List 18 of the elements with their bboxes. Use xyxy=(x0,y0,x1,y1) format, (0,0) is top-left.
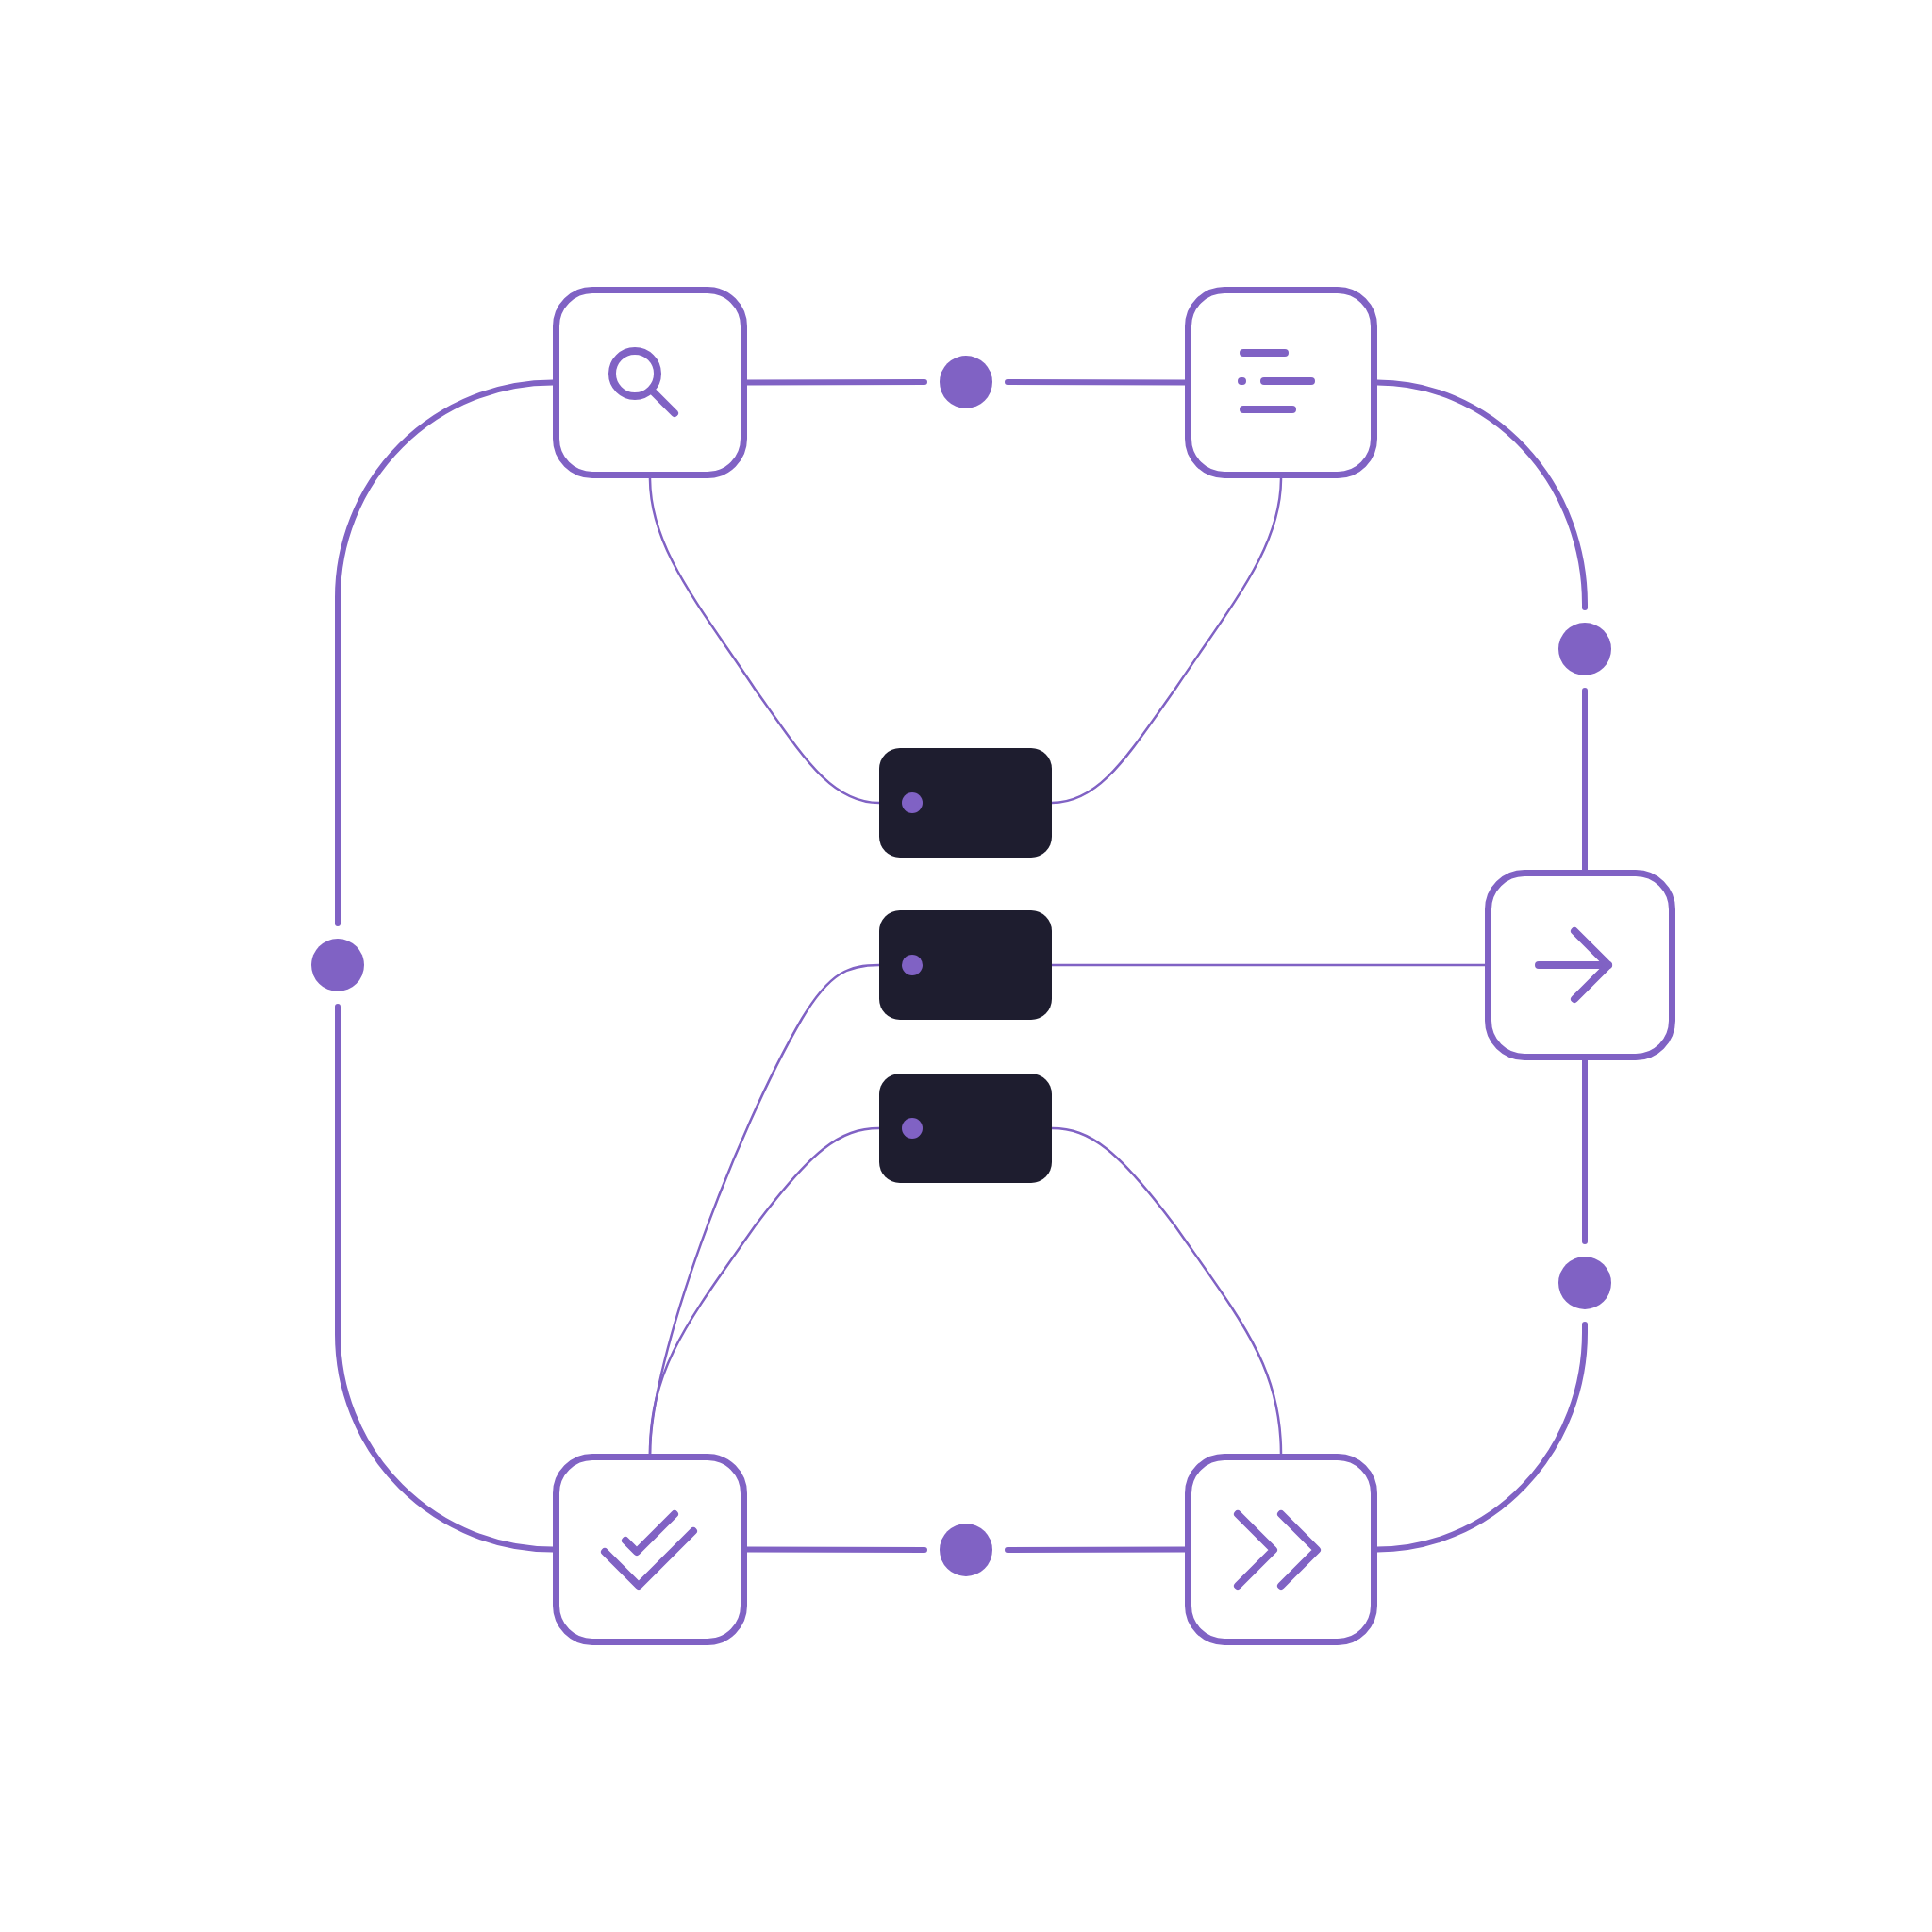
icon-tile xyxy=(553,287,747,478)
connector-line xyxy=(648,1126,881,1456)
connector-line xyxy=(648,476,881,805)
connector-dot xyxy=(940,356,992,408)
icon-tile xyxy=(553,1454,747,1645)
connector-line xyxy=(1050,963,1487,967)
dark-block xyxy=(879,748,1052,858)
dark-block xyxy=(879,1074,1052,1183)
connector-dot xyxy=(1558,1257,1611,1309)
icon-tile xyxy=(1485,870,1675,1060)
connector-dot xyxy=(940,1524,992,1576)
icon-tile xyxy=(1185,1454,1377,1645)
icon-tile xyxy=(1185,287,1377,478)
connector-dot xyxy=(311,939,364,991)
connector-dot xyxy=(1558,623,1611,675)
connector-line xyxy=(1050,476,1283,805)
connector-line xyxy=(1050,1126,1283,1456)
dark-block xyxy=(879,910,1052,1020)
